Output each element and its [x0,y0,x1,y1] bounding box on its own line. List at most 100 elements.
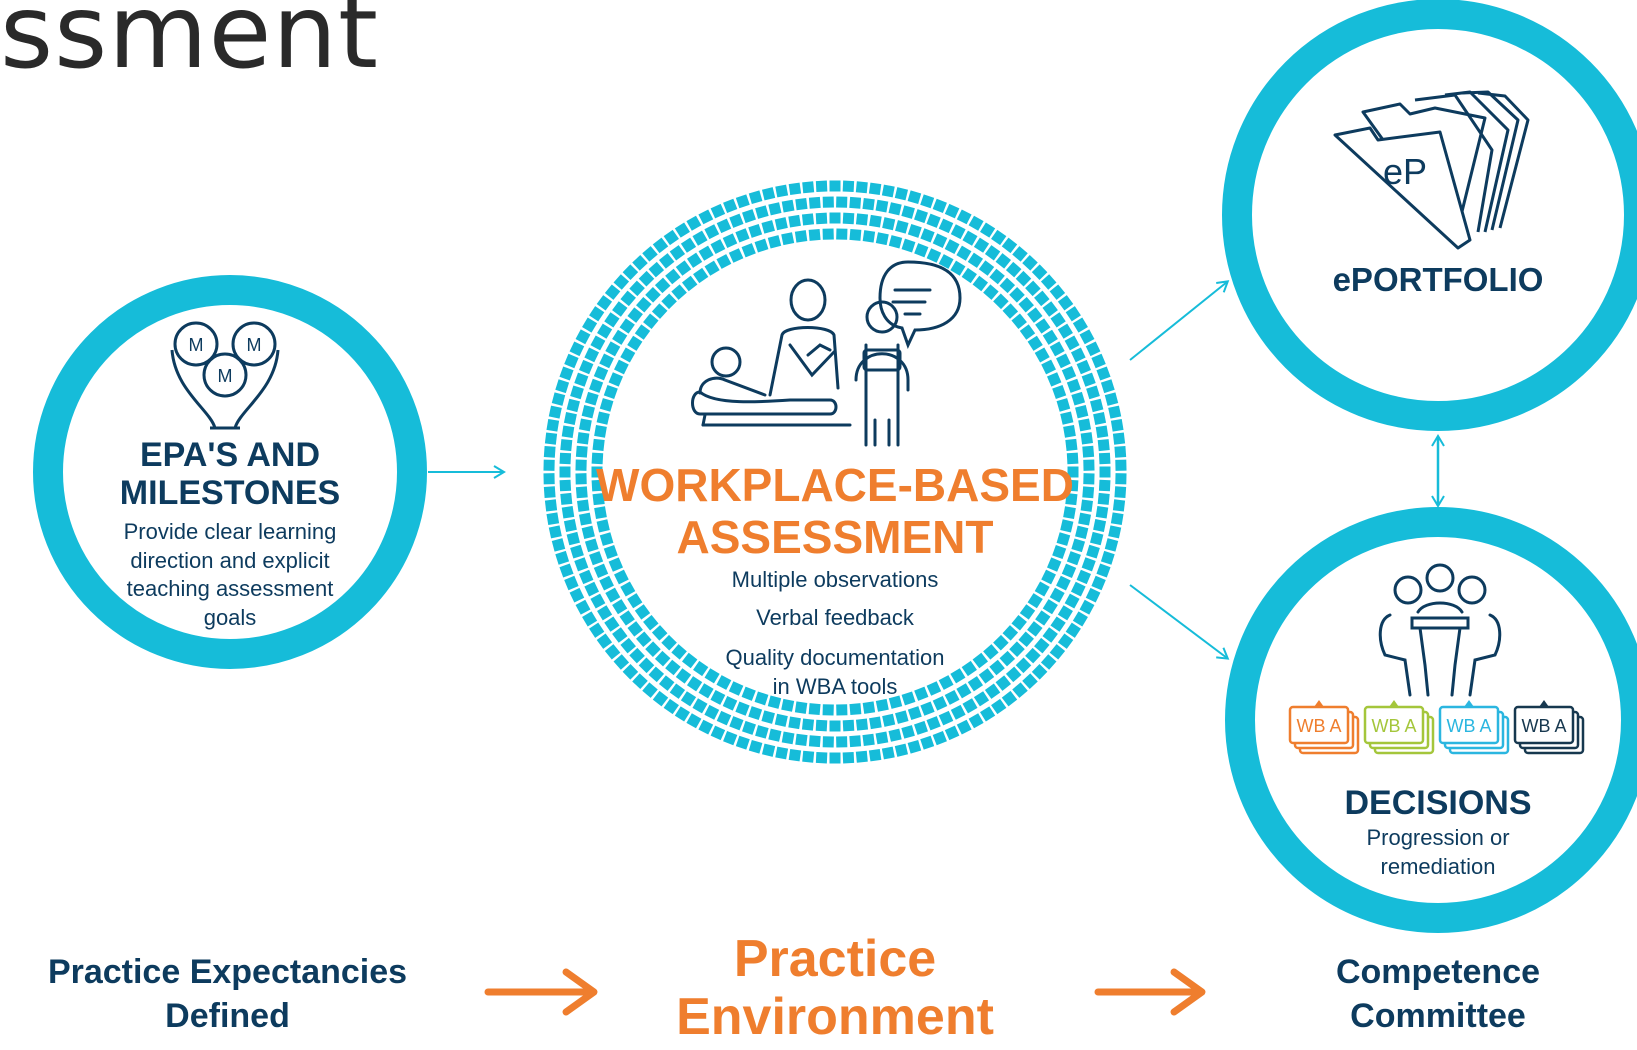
wba-ring-tile [862,733,875,747]
wba-ring-tile [1066,479,1079,492]
wba-ring-tile [849,703,862,716]
wba-ring-tile [605,341,621,357]
wba-ring-tile [652,237,669,254]
wba-ring-tile [1098,452,1111,465]
wba-ring-tile [575,459,587,471]
wba-ring-tile [603,384,618,400]
wba-ring-tile [1085,341,1101,357]
wba-ring-tile [808,196,821,209]
wba-ring-tile [1115,459,1127,471]
wba-ring-tile [822,736,834,748]
wba-ring-tile [658,675,675,691]
wba-ring-tile [862,701,876,714]
wba-ring-tile [665,268,681,285]
wba-ring-tile [661,293,677,310]
wba-item-3: Quality documentation in WBA tools [600,644,1070,701]
wba-ring-tile [956,209,972,225]
wba-ring-tile [1091,575,1106,591]
wba-ring-tile [577,499,590,512]
wba-ring-tile [686,676,703,692]
wba-ring-tile [808,735,821,748]
wba-ring-tile [1070,347,1086,363]
wba-ring-tile [645,287,661,303]
wba-ring-tile [781,698,795,712]
wba-ring-tile [1115,473,1127,485]
wba-ring-tile [548,525,562,539]
wba-ring-tile [680,237,697,253]
wba-ring-tile [967,676,984,692]
wba-ring [543,180,1127,764]
wba-ring-tile [962,230,978,246]
wba-ring-tile [1097,439,1110,452]
wba-ring-tile [578,359,594,375]
wba-ring-tile [716,254,732,269]
wba-ring-tile [722,233,738,248]
wba-ring-tile [815,719,828,732]
wba-card-label-3: WB A [1446,716,1491,736]
wba-ring-tile [1050,312,1066,328]
wba-ring-tile [944,689,960,705]
wba-ring-tile [710,725,726,741]
wba-ring-tile [938,675,954,690]
wba-ring-tile [932,198,947,214]
epa-title-line2: MILESTONES [119,474,341,513]
wba-ring-tile [570,385,584,400]
wba-ring-tile [575,329,591,345]
wba-ring-tile [1002,625,1019,641]
wba-ring-tile [989,268,1005,285]
wba-ring-tile [589,551,604,566]
milestone-badge-1: M [189,335,204,355]
wba-ring-tile [1079,329,1095,345]
wba-ring-tile [1072,317,1088,333]
wba-ring-tile [671,644,687,660]
wba-ring-tile [555,379,570,394]
wba-ring-tile [728,248,744,263]
wba-ring-tile [728,681,744,696]
wba-ring-tile [654,277,671,294]
wba-ring-tile [1065,622,1081,638]
wba-ring-tile [991,698,1007,715]
wba-ring-tile [1046,557,1062,572]
epa-title: EPA'S AND MILESTONES [80,436,380,512]
wba-ring-tile [560,492,573,505]
wba-ring-tile [868,182,882,196]
wba-ring-tile [829,752,841,764]
wba-ring-tile [710,203,726,219]
wba-ring-tile [1081,557,1096,572]
wba-ring-tile [1093,412,1107,425]
wba-ring-tile [584,347,600,363]
wba-ring-tile [1034,347,1050,363]
wba-ring-tile [761,743,776,757]
wba-ring-tile [1049,587,1065,603]
eportfolio-badge: eP [1383,151,1427,192]
wba-ring-tile [735,701,750,716]
wba-ring-tile [643,614,659,631]
wba-ring-tile [592,438,605,451]
wba-card-label-1: WB A [1296,716,1341,736]
wba-ring-tile [604,312,620,328]
wba-ring-tile [748,739,763,754]
wba-ring-tile [983,284,999,300]
wba-ring-tile [1097,492,1110,505]
wba-ring-tile [710,239,726,255]
wba-ring-tile [597,605,613,621]
meeting-icon [1378,563,1502,697]
wba-ring-tile [1072,611,1088,627]
wba-ring-tile [1104,538,1119,552]
wba-ring-tile [984,683,1001,699]
wba-ring-tile [801,213,815,226]
wba-ring-tile [944,239,960,255]
wba-ring-tile [566,398,580,413]
wba-ring-tile [920,194,935,209]
wba-ring-tile [882,713,896,727]
wba-ring-tile [674,706,690,722]
wba-ring-tile [710,689,726,705]
wba-ring-tile [651,303,668,319]
wba-ring-tile [671,284,687,300]
wba-ring-tile [1060,411,1074,425]
wba-ring-tile [926,248,942,263]
wba-ring-tile [1052,544,1067,560]
wba-ring-tile [875,698,889,712]
wba-ring-tile [1012,246,1028,262]
wba-ring-tile [622,664,639,680]
